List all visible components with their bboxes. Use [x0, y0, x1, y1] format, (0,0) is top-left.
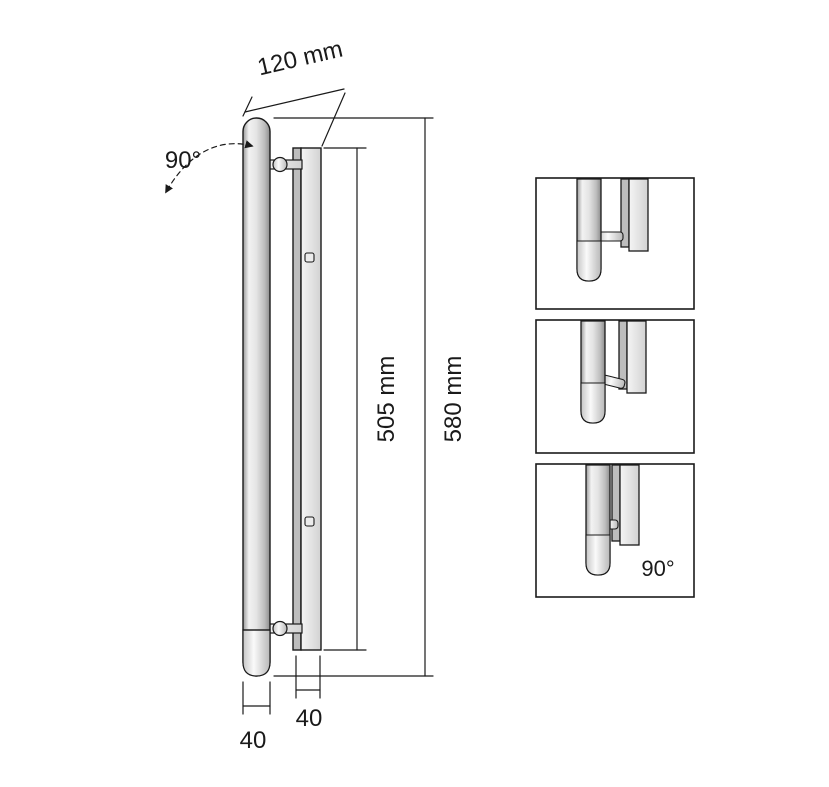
- extension-line: [321, 92, 346, 147]
- pivot-knob-bottom: [272, 620, 288, 637]
- dim-profile-height-505: 505 mm: [323, 147, 400, 651]
- detail-pivot-pin: [597, 231, 624, 242]
- dim-bar-width-label: 40: [240, 727, 267, 754]
- profile-screw-bottom: [304, 516, 315, 527]
- dim-total-height-label: 580 mm: [440, 356, 467, 443]
- angle-label: 90°: [165, 147, 201, 174]
- wall-profile-front: [300, 147, 322, 651]
- detail-profile-front: [619, 464, 640, 546]
- main-view: [242, 117, 322, 677]
- pivot-knob-top: [272, 156, 288, 173]
- detail-bar-cap: [580, 382, 606, 424]
- detail-frame-1: [535, 177, 695, 310]
- detail-box-3: 90°: [535, 463, 695, 598]
- dim-profile-height-label: 505 mm: [373, 356, 400, 443]
- dim-bar-width-40: 40: [240, 681, 271, 754]
- rotation-arrow: [165, 140, 254, 194]
- detail-box-1: [535, 177, 695, 310]
- detail-bar-cap: [576, 240, 602, 282]
- dim-profile-width-40: 40: [295, 655, 323, 732]
- bar: [242, 117, 271, 677]
- detail-profile-front: [628, 178, 649, 252]
- detail-profile-side: [611, 464, 621, 542]
- detail-frame-2: [535, 319, 695, 454]
- detail-angle-label: 90°: [641, 556, 674, 581]
- profile-screw-top: [304, 252, 315, 263]
- bar-bottom-cap: [242, 629, 271, 677]
- dim-depth-label: 120 mm: [255, 36, 346, 82]
- detail-bar-cap: [585, 534, 611, 576]
- wall-profile-side: [292, 147, 302, 651]
- dim-profile-width-label: 40: [296, 705, 323, 732]
- angle-annotation: 90°: [165, 140, 254, 194]
- extension-line: [242, 96, 253, 117]
- dim-total-height-580: 580 mm: [273, 117, 467, 677]
- dimension-line: [244, 88, 345, 113]
- detail-views: 90°: [535, 177, 695, 598]
- detail-profile-front: [626, 320, 647, 394]
- detail-box-2: [535, 319, 695, 454]
